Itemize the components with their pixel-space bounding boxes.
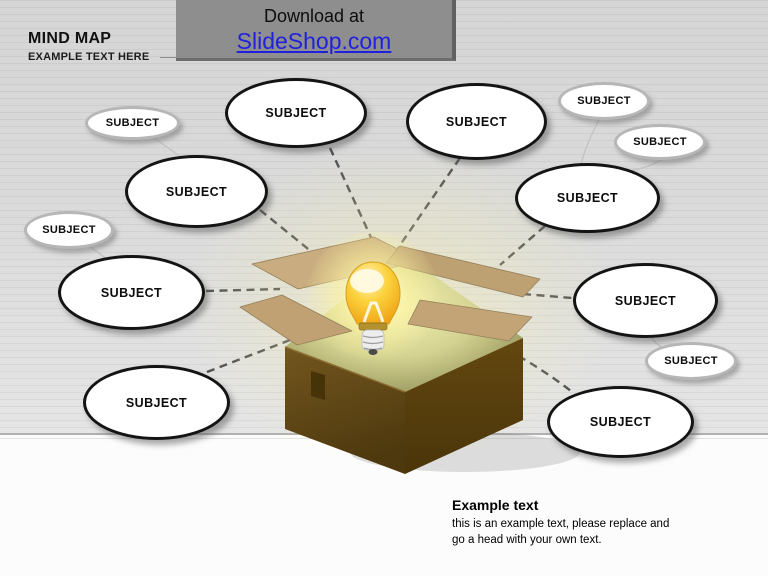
subject-label: SUBJECT (42, 224, 96, 236)
subject-label: SUBJECT (105, 117, 160, 129)
subject-node-far-left: SUBJECT (24, 211, 114, 249)
bulb-filament (362, 301, 385, 323)
caption-line: go a head with your own text. (452, 533, 602, 546)
subject-label: SUBJECT (577, 95, 631, 107)
slideshop-link[interactable]: SlideShop.com (236, 28, 392, 54)
page-title: MIND MAP (28, 30, 112, 47)
subject-label: SUBJECT (614, 293, 677, 308)
subject-label: SUBJECT (165, 184, 228, 199)
subject-node-far-top-right: SUBJECT (558, 82, 650, 120)
caption-line: this is an example text, please replace … (452, 518, 670, 530)
bulb-collar (358, 322, 388, 331)
subject-node-mid-left: SUBJECT (58, 255, 205, 330)
box-face-right (405, 338, 523, 474)
subject-label: SUBJECT (100, 285, 163, 300)
subject-label: SUBJECT (265, 106, 327, 120)
subject-node-top-right: SUBJECT (406, 83, 547, 160)
cardboard-box-icon (239, 232, 541, 474)
bulb-highlight (350, 269, 384, 293)
header-tick-line (160, 57, 177, 58)
bulb-tip (368, 349, 378, 355)
subject-label: SUBJECT (664, 355, 718, 367)
example-caption: Example text this is an example text, pl… (452, 497, 669, 548)
subject-label: SUBJECT (589, 415, 652, 429)
subject-node-right-lower: SUBJECT (645, 342, 737, 380)
subject-node-bottom-right: SUBJECT (547, 386, 694, 458)
download-banner: Download at SlideShop.com (176, 0, 456, 61)
subject-label: SUBJECT (445, 114, 508, 129)
subject-node-right-upper: SUBJECT (614, 124, 706, 160)
subject-label: SUBJECT (556, 191, 619, 205)
subject-node-mid-right: SUBJECT (573, 263, 718, 338)
box-tape-patch (311, 371, 325, 400)
subject-node-upper-right: SUBJECT (515, 163, 660, 233)
box-rim-edge (284, 346, 406, 393)
banner-text: Download at (263, 6, 365, 26)
box-flap-right (407, 299, 533, 342)
caption-heading: Example text (452, 497, 539, 513)
page-subtitle: EXAMPLE TEXT HERE (28, 51, 150, 63)
subject-node-top-left: SUBJECT (225, 78, 367, 148)
slide-header: MIND MAP EXAMPLE TEXT HERE (28, 30, 149, 63)
box-flap-left (239, 294, 353, 346)
bulb-screw (361, 329, 385, 351)
subject-label: SUBJECT (125, 395, 188, 410)
subject-label: SUBJECT (633, 136, 687, 148)
subject-node-bottom-left: SUBJECT (83, 365, 230, 440)
subject-node-upper-left: SUBJECT (125, 155, 268, 228)
subject-node-far-top-left: SUBJECT (85, 106, 180, 140)
